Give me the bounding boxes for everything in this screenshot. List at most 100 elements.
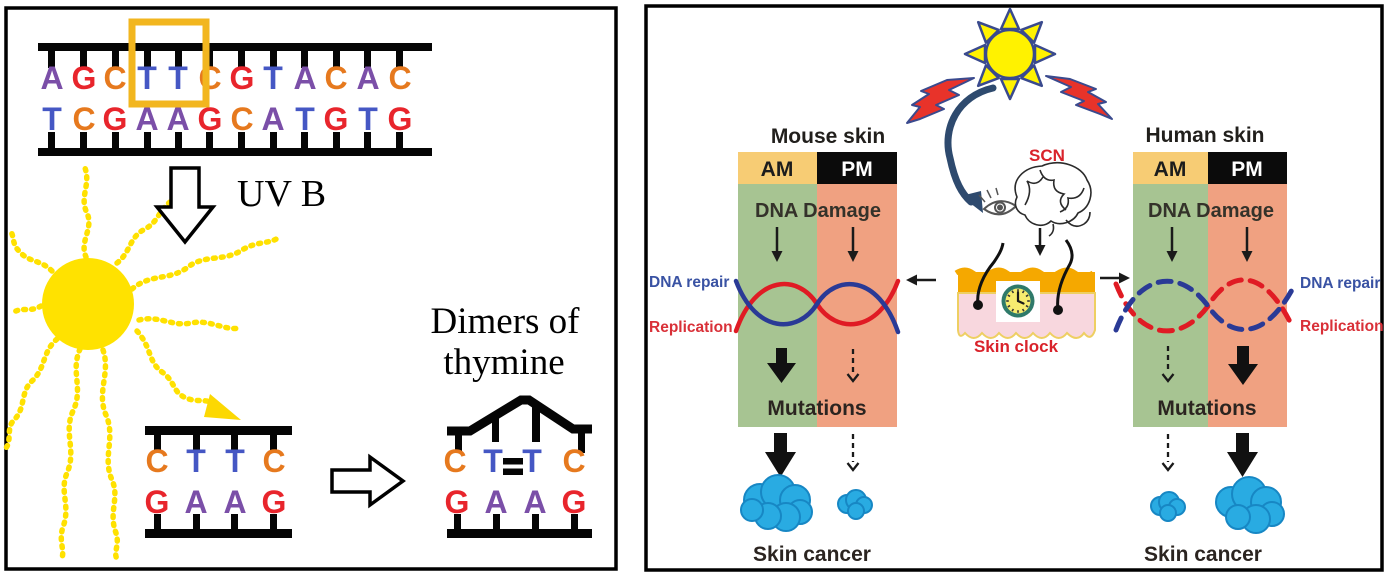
sun-ray	[58, 346, 83, 563]
dna-base: T	[358, 101, 378, 137]
arrow-to-human	[1100, 272, 1130, 284]
mouse-pm-label: PM	[841, 158, 873, 181]
human-dna-repair-wave-dashed	[1113, 278, 1296, 333]
dna-base: G	[262, 484, 287, 520]
skin-clock-illustration: Skin clock	[954, 239, 1096, 356]
dna-base: T	[522, 443, 542, 479]
dna-base: T	[225, 443, 245, 479]
dna-base: A	[223, 484, 246, 520]
hair-icon	[976, 242, 1005, 306]
mouse-am-label: AM	[761, 158, 794, 181]
brain-icon	[1014, 162, 1092, 237]
dna-base: T	[483, 443, 503, 479]
dna-backbone-top	[38, 43, 432, 51]
mouse-skin-cancer-label: Skin cancer	[753, 543, 871, 566]
human-skin-title: Human skin	[1145, 124, 1264, 147]
hair-follicle-icon	[973, 300, 983, 310]
right-panel-circadian-diagram: SCN	[644, 4, 1384, 572]
dna-base: C	[145, 443, 168, 479]
dna-base: G	[103, 101, 128, 137]
human-pm-label: PM	[1231, 158, 1263, 181]
sun-disc	[42, 258, 134, 350]
human-pm-header	[1208, 152, 1287, 184]
sun-ray	[6, 226, 55, 274]
dna-base: C	[198, 60, 221, 96]
mouse-skin-section: Mouse skin AM PM DNA Damage DNA repair R…	[649, 125, 901, 566]
dimer-bulged-backbone	[447, 395, 592, 436]
mouse-am-header	[738, 152, 817, 184]
human-am-label: AM	[1154, 158, 1187, 181]
dna-base: G	[324, 101, 349, 137]
dna-base: T	[263, 60, 283, 96]
dna-base: C	[324, 60, 347, 96]
dimer-double-bond-icon	[503, 458, 523, 475]
human-am-header	[1133, 152, 1208, 184]
sun-ray	[9, 303, 44, 316]
dna-rungs-top	[48, 51, 403, 68]
uvb-down-arrow-icon	[153, 166, 217, 245]
dna-bottom-strand: T C G A A G C A T G T G	[42, 101, 412, 137]
mouse-small-tumor-icon	[837, 489, 873, 520]
dimer-caption-line1: Dimers of	[431, 301, 581, 342]
dna-base: C	[443, 443, 466, 479]
sun-ray	[129, 235, 281, 292]
clock-icon	[1001, 284, 1035, 318]
dna-base: T	[186, 443, 206, 479]
dna-base: A	[293, 60, 316, 96]
mouse-big-tumor-icon	[740, 474, 813, 532]
mouse-am-thick-arrow-2	[765, 433, 796, 477]
dna-base: C	[562, 443, 585, 479]
mouse-damage-arrows	[775, 227, 855, 252]
human-small-tumor-icon	[1150, 491, 1186, 522]
mouse-dna-repair-wave	[733, 278, 901, 335]
arrowhead-icon	[847, 251, 859, 262]
dna-base: A	[135, 101, 158, 137]
mouse-mutations-label: Mutations	[767, 397, 866, 420]
thymine-highlight-box	[128, 18, 210, 108]
mouse-dna-damage-label: DNA Damage	[755, 200, 881, 222]
left-panel-uv-dimer-diagram: A G C T T C G T A C A C T C G A A G C	[3, 6, 618, 571]
dna-base: G	[445, 484, 470, 520]
dna-base: G	[72, 60, 97, 96]
human-replication-label: Replication	[1300, 318, 1384, 335]
human-skin-section: Human skin AM PM DNA Damage DNA repair R…	[1113, 124, 1384, 566]
dna-top-strand: A G C T T C G T A C A C	[40, 60, 411, 96]
human-pm-column	[1208, 184, 1287, 427]
arrowhead-icon	[1166, 251, 1178, 262]
mouse-am-thick-arrow	[767, 348, 796, 383]
human-pm-thick-arrow-2	[1227, 433, 1258, 477]
sun-ray	[136, 316, 243, 332]
dna-base: C	[72, 101, 95, 137]
dna-base: G	[562, 484, 587, 520]
human-am-dashed-arrow	[1161, 346, 1175, 383]
sun-ray	[99, 347, 121, 562]
dna-base: A	[166, 101, 189, 137]
dna-rungs-bottom	[48, 132, 403, 149]
hair-follicle-icon	[1053, 305, 1063, 315]
mouse-pm-dashed-arrow	[846, 349, 860, 383]
human-damage-arrows	[1170, 227, 1249, 252]
dna-fragment: C T T C G A A G	[145, 426, 292, 538]
dna-fragment-dimer: C T T C G A A G	[443, 395, 592, 538]
dna-base: G	[145, 484, 170, 520]
mouse-dna-repair-label: DNA repair	[649, 274, 729, 291]
human-am-dashed-arrow-2	[1161, 434, 1175, 472]
dna-base: C	[230, 101, 253, 137]
sun-ray	[134, 328, 217, 407]
mouse-pm-header	[817, 152, 897, 184]
human-dna-repair-label: DNA repair	[1300, 275, 1380, 292]
dna-base: A	[40, 60, 63, 96]
dna-base: A	[261, 101, 284, 137]
human-big-tumor-icon	[1215, 476, 1285, 534]
dna-base: T	[42, 101, 62, 137]
dna-base: C	[388, 60, 411, 96]
dna-base: T	[137, 60, 157, 96]
sun-ray	[81, 165, 92, 260]
curved-arrowhead-icon	[961, 191, 983, 213]
mouse-pm-dashed-arrow-2	[846, 434, 860, 472]
skin-clock-label: Skin clock	[974, 337, 1059, 356]
human-mutations-label: Mutations	[1157, 397, 1256, 420]
dna-base: A	[184, 484, 207, 520]
dna-base: G	[388, 101, 413, 137]
